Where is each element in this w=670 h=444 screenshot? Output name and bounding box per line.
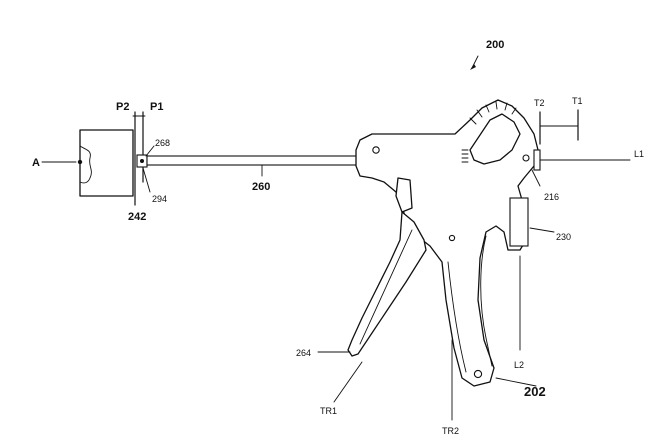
ref-label-T1: T1 [572,96,583,106]
ref-label-294: 294 [152,194,167,204]
ref-label-L1: L1 [634,149,644,159]
ref-label-242: 242 [128,211,146,223]
leader-294 [143,168,150,192]
leader-216 [532,170,540,186]
ref-label-L2: L2 [514,360,524,370]
ref-label-230: 230 [556,232,571,242]
leader-268 [146,146,154,156]
ref-label-268: 268 [155,138,170,148]
leader-TR1 [334,362,362,402]
ref-label-260: 260 [252,181,270,193]
rod-260 [147,156,359,176]
ref-label-P2: P2 [116,101,129,113]
ref-label-264: 264 [296,348,311,358]
ref-label-A: A [32,157,40,169]
ref-label-P1: P1 [150,101,163,113]
workpiece-block [78,130,133,196]
ref-label-200: 200 [486,39,504,51]
ref-label-TR2: TR2 [442,426,459,436]
rod-tip [137,155,147,167]
trigger-264 [348,212,426,356]
ref-label-TR1: TR1 [320,406,337,416]
leader-230 [530,228,554,232]
handle-body-202 [356,100,540,386]
ref-label-216: 216 [544,192,559,202]
ref-label-202: 202 [524,384,546,399]
ref-label-T2: T2 [534,98,545,108]
